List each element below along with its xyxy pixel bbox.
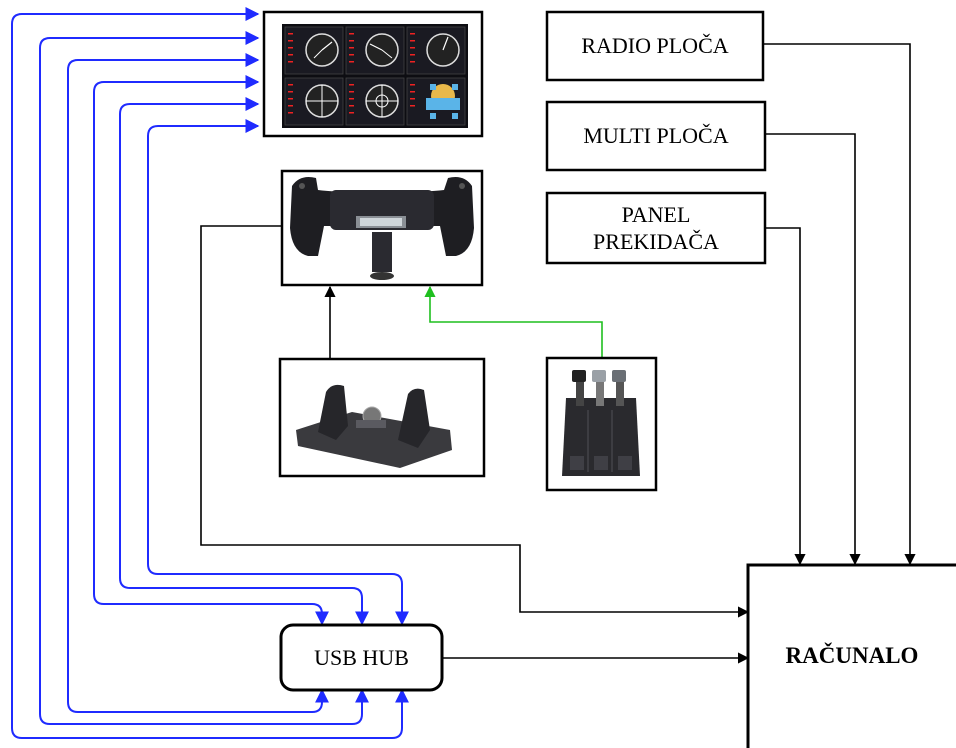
computer-box bbox=[746, 563, 956, 748]
instrument-panels-image bbox=[262, 10, 484, 138]
usb-link-1 bbox=[11, 7, 409, 739]
link-switch-computer bbox=[765, 227, 806, 566]
switch-panel-label: PANEL PREKIDAČA bbox=[593, 201, 719, 255]
link-yoke-computer bbox=[200, 225, 750, 618]
radio-panel-label: RADIO PLOČA bbox=[581, 33, 729, 59]
link-multi-computer bbox=[765, 133, 861, 566]
switch-panel-box bbox=[545, 191, 767, 265]
multi-panel-label: MULTI PLOČA bbox=[583, 123, 729, 149]
computer-links bbox=[200, 43, 916, 664]
multi-panel-box bbox=[545, 100, 767, 172]
usb-hub-box bbox=[279, 623, 444, 692]
usb-hub-label: USB HUB bbox=[314, 644, 409, 670]
radio-panel-box bbox=[545, 10, 765, 82]
usb-link-3 bbox=[67, 53, 329, 713]
computer-label: RAČUNALO bbox=[785, 643, 919, 669]
throttle-image bbox=[545, 356, 658, 492]
link-radio-computer bbox=[763, 43, 916, 566]
link-throttle-yoke bbox=[424, 285, 603, 358]
usb-link-4 bbox=[93, 75, 329, 626]
usb-link-6 bbox=[147, 119, 409, 626]
pedals-image bbox=[278, 357, 486, 478]
usb-link-2 bbox=[39, 31, 369, 725]
instrument-gauges bbox=[284, 26, 466, 126]
usb-links bbox=[11, 7, 409, 739]
yoke-image bbox=[280, 169, 484, 287]
